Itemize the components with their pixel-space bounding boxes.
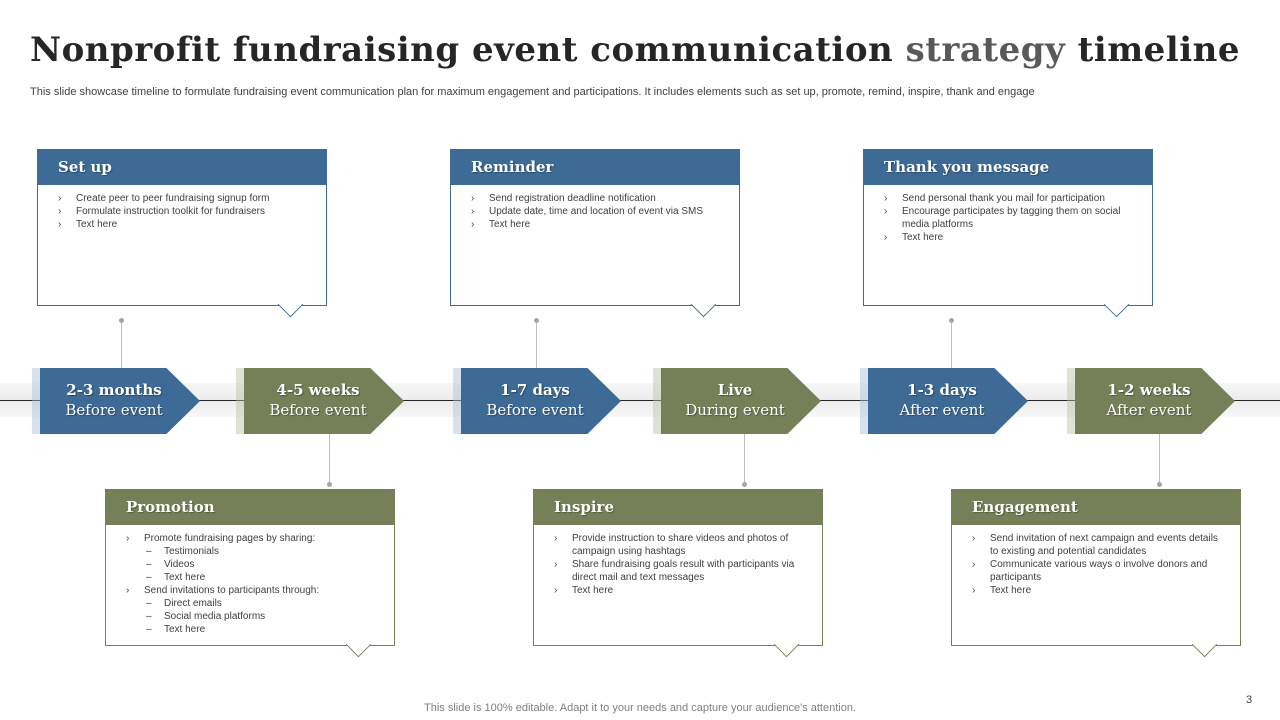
marker-arrow [40,368,200,434]
card-reminder: Reminder Send registration deadline noti… [450,149,740,318]
card-bullet: Promote fundraising pages by sharing: [126,532,376,545]
title-accent: strategy [905,30,1066,70]
card-title: Set up [37,149,327,185]
marker-period: 1-3 days [907,381,977,399]
card-bullet: Send personal thank you mail for partici… [884,192,1134,205]
card-bullet: Text here [58,218,308,231]
connector-dot-inspire [742,482,747,487]
card-bullet: Communicate various ways o involve donor… [972,558,1222,584]
card-promotion: Promotion Promote fundraising pages by s… [105,489,395,658]
marker-period: 4-5 weeks [276,381,360,399]
card-list: Promote fundraising pages by sharing:Tes… [126,532,376,636]
connector-reminder [536,321,537,368]
card-title: Inspire [533,489,823,525]
card-bullet: Send registration deadline notification [471,192,721,205]
connector-promotion [329,434,330,484]
card-bullet: Update date, time and location of event … [471,205,721,218]
card-list: Provide instruction to share videos and … [554,532,804,597]
card-sub-bullet: Direct emails [126,597,376,610]
marker-period: 1-7 days [500,381,570,399]
card-sub-bullet: Testimonials [126,545,376,558]
card-bullet: Text here [884,231,1134,244]
title-main: Nonprofit fundraising event communicatio… [30,30,894,70]
marker-phase: After event [899,401,985,419]
marker-period: 1-2 weeks [1107,381,1191,399]
card-sub-bullet: Social media platforms [126,610,376,623]
marker-arrow [244,368,404,434]
marker-arrow [868,368,1028,434]
card-list: Send registration deadline notificationU… [471,192,721,231]
card-sub-bullet: Text here [126,571,376,584]
card-title: Thank you message [863,149,1153,185]
card-bullet: Formulate instruction toolkit for fundra… [58,205,308,218]
card-bullet: Share fundraising goals result with part… [554,558,804,584]
page-subtitle: This slide showcase timeline to formulat… [30,86,1035,98]
marker-arrow [661,368,821,434]
title-end: timeline [1077,30,1240,70]
marker-phase: After event [1106,401,1192,419]
card-engagement: Engagement Send invitation of next campa… [951,489,1241,658]
connector-engagement [1159,434,1160,484]
marker-period: 2-3 months [66,381,162,399]
card-bullet: Text here [471,218,721,231]
card-sub-bullet: Text here [126,623,376,636]
connector-dot-engagement [1157,482,1162,487]
card-setup: Set up Create peer to peer fundraising s… [37,149,327,318]
marker-arrow [461,368,621,434]
page-number: 3 [1246,694,1253,706]
card-title: Promotion [105,489,395,525]
card-bullet: Send invitations to participants through… [126,584,376,597]
card-bullet: Send invitation of next campaign and eve… [972,532,1222,558]
connector-dot-promotion [327,482,332,487]
card-thank-you: Thank you message Send personal thank yo… [863,149,1153,318]
card-bullet: Create peer to peer fundraising signup f… [58,192,308,205]
card-title: Engagement [951,489,1241,525]
card-list: Send invitation of next campaign and eve… [972,532,1222,597]
marker-phase: Before event [486,401,584,419]
connector-thankyou [951,321,952,368]
card-bullet: Encourage participates by tagging them o… [884,205,1134,231]
timeline-axis [0,400,1280,401]
card-bullet: Text here [554,584,804,597]
connector-dot-setup [119,318,124,323]
footer-note: This slide is 100% editable. Adapt it to… [424,702,856,714]
marker-period: Live [717,381,753,399]
card-sub-bullet: Videos [126,558,376,571]
marker-phase: During event [685,401,785,419]
card-list: Create peer to peer fundraising signup f… [58,192,308,231]
page-title: Nonprofit fundraising event communicatio… [30,30,1260,70]
connector-setup [121,321,122,368]
marker-phase: Before event [65,401,163,419]
connector-inspire [744,434,745,484]
card-title: Reminder [450,149,740,185]
connector-dot-reminder [534,318,539,323]
card-bullet: Text here [972,584,1222,597]
connector-dot-thankyou [949,318,954,323]
marker-phase: Before event [269,401,367,419]
card-list: Send personal thank you mail for partici… [884,192,1134,244]
card-inspire: Inspire Provide instruction to share vid… [533,489,823,658]
card-bullet: Provide instruction to share videos and … [554,532,804,558]
marker-arrow [1075,368,1235,434]
